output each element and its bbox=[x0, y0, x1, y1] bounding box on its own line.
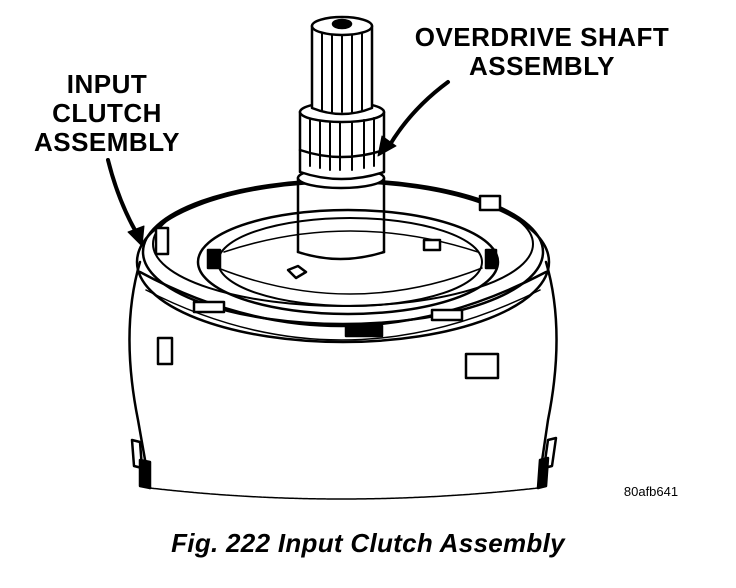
input-clutch-label-line3: ASSEMBLY bbox=[33, 127, 181, 158]
overdrive-shaft-assembly-label: OVERDRIVE SHAFT ASSEMBLY bbox=[404, 22, 680, 82]
overdrive-shaft-label-line2: ASSEMBLY bbox=[468, 51, 616, 82]
inner-plate bbox=[196, 208, 500, 316]
overdrive-shaft-label-line1: OVERDRIVE SHAFT bbox=[414, 22, 670, 52]
leader-arrow-overdrive-shaft bbox=[377, 80, 450, 157]
input-clutch-label-line2: CLUTCH bbox=[52, 98, 162, 129]
input-clutch-assembly-label: INPUT CLUTCH ASSEMBLY bbox=[22, 69, 192, 158]
rim-tabs bbox=[154, 194, 502, 380]
overdrive-shaft bbox=[296, 15, 386, 261]
leader-arrow-input-clutch bbox=[106, 158, 145, 247]
input-clutch-label-line1: INPUT bbox=[66, 69, 148, 99]
diagram-id: 80afb641 bbox=[623, 484, 679, 499]
figure-caption: Fig. 222 Input Clutch Assembly bbox=[171, 528, 565, 558]
clutch-drum bbox=[128, 260, 558, 500]
